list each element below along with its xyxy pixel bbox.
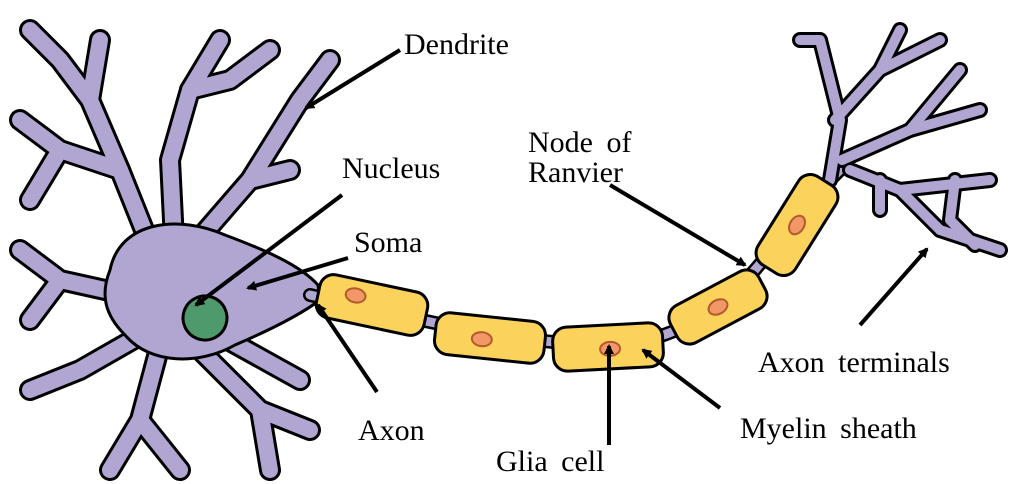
label-nucleus: Nucleus <box>342 152 440 185</box>
arrow-node-of-ranvier <box>610 185 745 265</box>
label-soma: Soma <box>354 226 422 259</box>
axon-terminals-branches <box>800 30 1000 250</box>
myelin-segment <box>751 169 843 281</box>
label-dendrite: Dendrite <box>404 28 509 61</box>
arrow-axon-terminals <box>860 249 927 325</box>
label-glia-cell: Glia cell <box>496 445 604 478</box>
label-node-of-ranvier-line1: Node of <box>528 126 631 159</box>
myelin-segment <box>314 272 431 338</box>
label-axon: Axon <box>358 414 425 447</box>
label-myelin-sheath: Myelin sheath <box>740 412 917 445</box>
label-axon-terminals: Axon terminals <box>758 346 950 379</box>
myelin-segments <box>314 169 844 372</box>
label-node-of-ranvier-line2: Ranvier <box>528 156 623 189</box>
myelin-segment <box>664 265 772 349</box>
myelin-segment <box>433 311 547 364</box>
arrow-myelin-sheath <box>643 350 720 408</box>
